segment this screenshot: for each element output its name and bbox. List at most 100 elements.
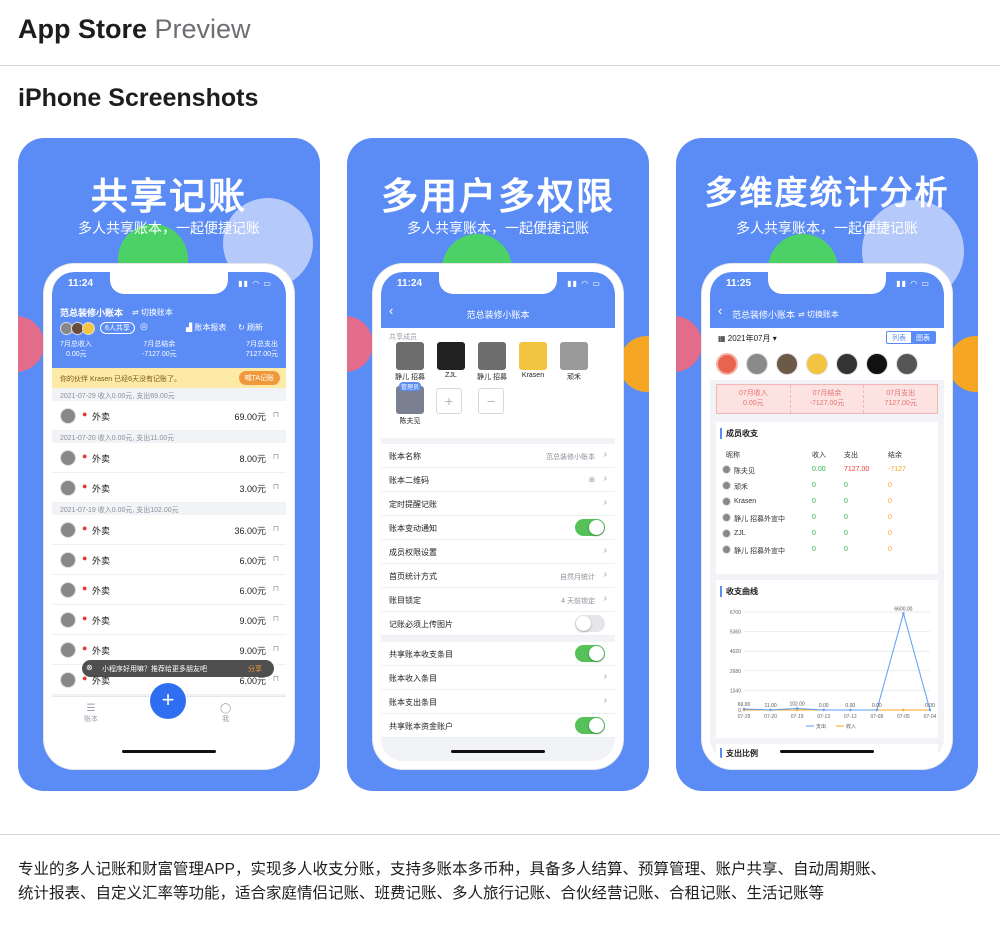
setting-row[interactable]: 账本二维码⊞› <box>381 468 615 492</box>
setting-row[interactable]: 成员权限设置› <box>381 540 615 564</box>
seg-list[interactable]: 列表 <box>892 335 906 342</box>
table-cell: 0 <box>844 498 848 505</box>
member-cell[interactable]: 静儿 招募 <box>393 342 427 384</box>
tab-me-label: 我 <box>222 716 230 723</box>
lock-icon: ⊓ <box>272 452 279 461</box>
member-cell[interactable]: 静儿 招募 <box>475 342 509 384</box>
back-icon[interactable]: ‹ <box>718 303 723 318</box>
setting-row[interactable]: 定时提醒记账› <box>381 492 615 516</box>
nudge-button[interactable]: 喊TA记账 <box>238 371 280 385</box>
curve-title: 收支曲线 <box>720 586 758 597</box>
lock-icon: ⊓ <box>272 482 279 491</box>
record-category: 外卖 <box>92 556 111 566</box>
member-filter-avatar[interactable] <box>806 353 828 375</box>
table-cell: 静儿 招募外宣中 <box>734 548 785 555</box>
month-picker[interactable]: ▦ 2021年07月 ▾ <box>718 333 777 344</box>
report-button[interactable]: ▟ 账本报表 <box>186 322 226 333</box>
status-time: 11:24 <box>397 278 423 289</box>
plus-icon: + <box>444 393 454 409</box>
tab-me[interactable]: ◯我 <box>220 703 231 724</box>
avatar <box>722 545 731 554</box>
notice-text: 你的伙伴 Krasen 已经6天没有记账了。 <box>60 376 181 383</box>
tab-book[interactable]: ☰账本 <box>84 703 98 724</box>
switch-book-button[interactable]: ⇌ 切换账本 <box>798 310 839 319</box>
setting-row[interactable]: 共享账本资金账户 <box>381 714 615 738</box>
chart-icon: ▟ <box>186 323 195 332</box>
date-group-header: 2021-07-19 收入0.00元, 支出102.00元 <box>60 507 179 514</box>
data-point <box>875 708 879 712</box>
home-indicator <box>122 750 216 753</box>
refresh-button[interactable]: ↻ 刷新 <box>238 322 263 333</box>
view-segment: 列表 图表 <box>886 331 936 344</box>
setting-row[interactable]: 账本收入条目› <box>381 666 615 690</box>
category-dot-icon: ● <box>82 673 88 683</box>
back-icon[interactable]: ‹ <box>389 303 394 318</box>
table-cell: 0 <box>888 498 892 505</box>
lock-icon: ⊓ <box>272 614 279 623</box>
status-icons: ▮▮ ◠ ▭ <box>896 279 930 288</box>
setting-row[interactable]: 记账必须上传图片 <box>381 612 615 636</box>
record-amount: 9.00元 <box>239 616 266 626</box>
member-filter-avatar[interactable] <box>716 353 738 375</box>
member-filter-avatar[interactable] <box>746 353 768 375</box>
switch-book-button[interactable]: ⇌ 切换账本 <box>132 308 173 317</box>
summary-value: 0.00元 <box>743 400 764 407</box>
member-cell[interactable]: 陈夫见管理员 <box>393 382 427 428</box>
screenshot-1[interactable]: 共享记账 多人共享账本，一起便捷记账 11:24 ▮▮ ◠ ▭ 范总装修小账本 … <box>18 138 320 791</box>
setting-toggle[interactable] <box>575 615 605 632</box>
settings-icon[interactable]: ◎ <box>140 321 148 331</box>
seg-chart[interactable]: 图表 <box>911 332 935 343</box>
setting-value: ⊞ <box>589 477 595 484</box>
toast-share-button[interactable]: 分享 <box>248 666 262 673</box>
setting-row[interactable]: 账本变动通知 <box>381 516 615 540</box>
member-filter-avatar[interactable] <box>776 353 798 375</box>
data-point <box>742 707 746 711</box>
member-filter-avatar[interactable] <box>836 353 858 375</box>
brand-app-store: App Store <box>18 14 148 44</box>
add-record-button[interactable]: + <box>150 683 186 719</box>
screenshot-3[interactable]: 多维度统计分析 多人共享账本，一起便捷记账 11:25 ▮▮ ◠ ▭ ‹ 范总装… <box>676 138 978 791</box>
stat-balance: 7月总结余-7127.00元 <box>142 340 177 360</box>
setting-toggle[interactable] <box>575 645 605 662</box>
setting-toggle[interactable] <box>575 717 605 734</box>
member-cell[interactable]: Krasen <box>516 342 550 384</box>
setting-label: 成员权限设置 <box>389 548 437 557</box>
category-dot-icon: ● <box>82 583 88 593</box>
setting-row[interactable]: 共享账本收支条目 <box>381 642 615 666</box>
phone-frame: 11:24 ▮▮ ◠ ▭ 范总装修小账本 ⇌ 切换账本 6人共享 ◎ ▟ 账本报… <box>44 264 294 769</box>
chevron-right-icon: › <box>603 671 607 682</box>
phone-notch <box>768 272 886 294</box>
toast-close-icon[interactable]: ⊗ <box>86 663 93 672</box>
setting-row[interactable]: 账本支出条目› <box>381 690 615 714</box>
share-count-badge[interactable]: 6人共享 <box>100 322 135 334</box>
toast-text: 小程序好用嘛？推荐给更多朋友吧 <box>102 666 207 673</box>
avatar <box>60 642 76 658</box>
screenshot-2[interactable]: 多用户多权限 多人共享账本，一起便捷记账 11:24 ▮▮ ◠ ▭ ‹ 范总装修… <box>347 138 649 791</box>
setting-toggle[interactable] <box>575 519 605 536</box>
share-toast: ⊗ 小程序好用嘛？推荐给更多朋友吧 分享 <box>82 660 274 677</box>
member-avatar <box>396 342 424 370</box>
setting-row[interactable]: 账本名称范总装修小账本› <box>381 444 615 468</box>
member-cell[interactable]: ZJL <box>434 342 468 384</box>
nav-title: 范总装修小账本 <box>466 310 530 320</box>
add-member-button[interactable]: + <box>436 388 462 414</box>
member-avatars[interactable] <box>60 322 104 336</box>
setting-row[interactable]: 首页统计方式自然月统计› <box>381 564 615 588</box>
member-filter-avatar[interactable] <box>896 353 918 375</box>
home-indicator <box>780 750 874 753</box>
x-tick-label: 07-05 <box>897 714 910 720</box>
member-filter-avatar[interactable] <box>866 353 888 375</box>
remove-member-button[interactable]: − <box>478 388 504 414</box>
member-cell[interactable]: 顽禾 <box>557 342 591 384</box>
app-store-brand[interactable]: App Store Preview <box>18 14 251 45</box>
table-cell: 0 <box>812 482 816 489</box>
